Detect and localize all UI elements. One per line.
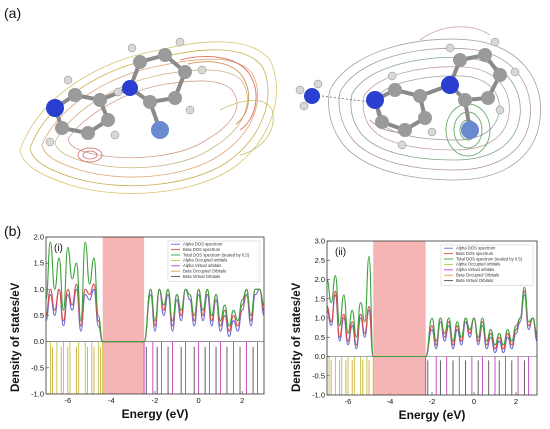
dos-plot-ii: Density of states/eV 3.0 2.5 2.0 1.5 1.0 0.5 0…	[291, 237, 538, 422]
plot-ii-x-tick-label: -6	[345, 397, 352, 406]
hydrogen-bond-line	[321, 95, 371, 103]
plot-ii-legend-entry: Beta Occupied Orbitals	[456, 273, 499, 278]
plot-ii-y-tick-label: -1.0	[312, 391, 325, 400]
nitrogen-atom	[441, 76, 459, 94]
plot-ii-legend-entry: Total DOS spectrum (scaled by 0.5)	[456, 256, 523, 261]
contour-lines-right	[328, 26, 542, 181]
molecule-right-contour-map	[295, 26, 542, 181]
plot-i-series-3	[45, 241, 265, 343]
plot-i-y-tick-label: -1.0	[31, 390, 44, 399]
plot-ii-x-tick-label: 0	[472, 397, 476, 406]
plot-i-x-tick-label: -4	[108, 396, 115, 405]
plot-i-xlabel: Energy (eV)	[122, 407, 189, 421]
plot-i-dos-series	[45, 241, 265, 343]
plot-ii-legend-entry: Beta DOS spectrum	[456, 251, 494, 256]
plot-i-x-tick-label: -6	[64, 396, 71, 405]
substituent-atom	[461, 121, 479, 139]
plot-ii-y-tick-label: 1.5	[315, 294, 325, 303]
plot-ii-legend-entry: Alpha Occupied orbitals	[456, 262, 500, 267]
plot-i-legend-entry: Beta Virtual Orbitals	[183, 274, 220, 279]
plot-i-sublabel: (i)	[54, 243, 63, 254]
plot-i-legend-entry: Alpha Occupied orbitals	[183, 258, 227, 263]
substituent-atom	[151, 121, 169, 139]
plot-i-y-tick-label: 2.0	[34, 233, 44, 242]
panel-a-label: (a)	[4, 5, 21, 21]
plot-ii-legend-entry: Alpha Virtual orbitals	[456, 267, 494, 272]
plot-ii-x-tick-label: -4	[387, 397, 394, 406]
nitrogen-atom	[366, 91, 384, 109]
plot-ii-x-tick-label: -2	[429, 397, 436, 406]
plot-i-y-tick-label: 0.0	[34, 337, 44, 346]
plot-ii-y-tick-label: 2.5	[315, 256, 325, 265]
plot-ii-legend-entry: Alpha DOS spectrum	[456, 246, 496, 251]
plot-i-band-gap-region	[102, 237, 145, 394]
plot-i-ylabel: Density of states/eV	[10, 282, 22, 392]
ammonia-nitrogen-atom	[304, 88, 320, 104]
plot-ii-ylabel: Density of states/eV	[291, 282, 303, 392]
plot-i-legend-entry: Beta DOS spectrum	[183, 247, 221, 252]
plot-ii-y-tick-label: 1.0	[315, 314, 325, 323]
plot-ii-y-tick-label: 0.5	[315, 333, 325, 342]
plot-i-orbital-levels	[46, 341, 264, 394]
plot-ii-y-tick-label: 3.0	[315, 237, 325, 246]
plot-ii-band-gap-region	[373, 241, 426, 395]
plot-i-frame	[45, 236, 265, 395]
nitrogen-atom	[122, 80, 138, 96]
plot-ii-orbital-levels	[327, 356, 537, 395]
atoms-right	[295, 37, 520, 150]
plot-ii-series-3	[326, 255, 538, 358]
plot-i-y-tick-label: 1.5	[34, 259, 44, 268]
plot-ii-x-tick-label: 2	[514, 397, 518, 406]
plot-ii-sublabel: (ii)	[335, 247, 346, 258]
plot-i-x-tick-label: 2	[240, 396, 244, 405]
plot-ii-xlabel: Energy (eV)	[399, 408, 466, 422]
plot-ii-series-2	[326, 290, 538, 358]
plot-ii-y-tick-label: 2.0	[315, 275, 325, 284]
plot-i-x-tick-label: 0	[197, 396, 201, 405]
plot-i-y-tick-label: -0.5	[31, 363, 44, 372]
plot-ii-legend-entry: Beta Virtual Orbitals	[456, 278, 493, 283]
panel-b-label: (b)	[4, 223, 21, 239]
atoms-left	[45, 37, 207, 147]
molecule-left-contour-map	[19, 37, 277, 194]
plot-i-legend-box	[167, 240, 261, 282]
plot-i-y-tick-label: 0.5	[34, 311, 44, 320]
plot-ii-dos-series	[326, 255, 538, 358]
plot-ii-legend-box	[440, 244, 534, 286]
plot-i-legend-entry: Alpha DOS spectrum	[183, 242, 223, 247]
plot-i-x-tick-label: -2	[152, 396, 159, 405]
plot-i-legend-entry: Total DOS spectrum (scaled by 0.5)	[183, 252, 250, 257]
plot-i-legend-entry: Beta Occupied Orbitals	[183, 269, 226, 274]
plot-ii-y-tick-label: -0.5	[312, 371, 325, 380]
plot-ii-frame	[326, 240, 538, 396]
dos-plot-i: Density of states/eV 2.0 1.5 1.0 0.5 0.0 -0.5…	[10, 233, 265, 421]
plot-ii-y-ticks: 3.0 2.5 2.0 1.5 1.0 0.5 0.0 -0.5 -1.0	[312, 237, 330, 400]
nitrogen-atom	[46, 99, 64, 117]
plot-ii-x-ticks: -6 -4 -2 0 2	[345, 392, 518, 406]
plot-i-y-tick-label: 1.0	[34, 285, 44, 294]
plot-i-legend-entry: Alpha Virtual orbitals	[183, 263, 221, 268]
plot-ii-y-tick-label: 0.0	[315, 352, 325, 361]
